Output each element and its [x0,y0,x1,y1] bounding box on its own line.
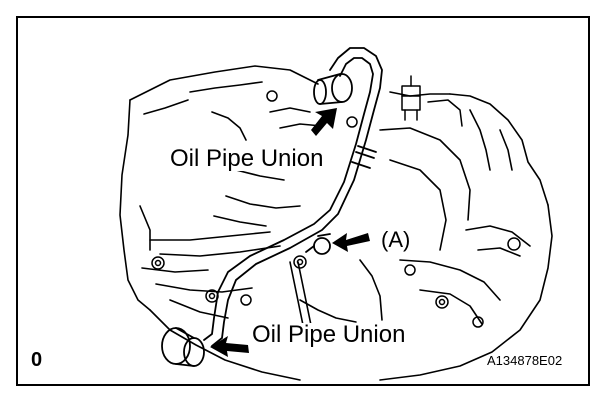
case-outline [119,65,553,381]
corner-mark: 0 [31,349,43,371]
mark-a-label: (A) [380,227,412,252]
arrow-top-union [311,108,337,136]
oil-pipe-union-top-label: Oil Pipe Union [168,145,326,172]
arrow-bottom-union [210,336,249,357]
top-union-fitting [313,73,353,105]
bottom-union-fitting [161,327,205,367]
arrows [210,108,370,357]
mid-union-fitting [305,233,331,255]
connector [401,75,463,127]
arrow-a [332,233,370,252]
oil-pipe-union-bottom-label: Oil Pipe Union [250,321,408,348]
oil-pipe [203,47,383,347]
figure-code: A134878E02 [487,353,563,368]
bolts [151,90,521,328]
